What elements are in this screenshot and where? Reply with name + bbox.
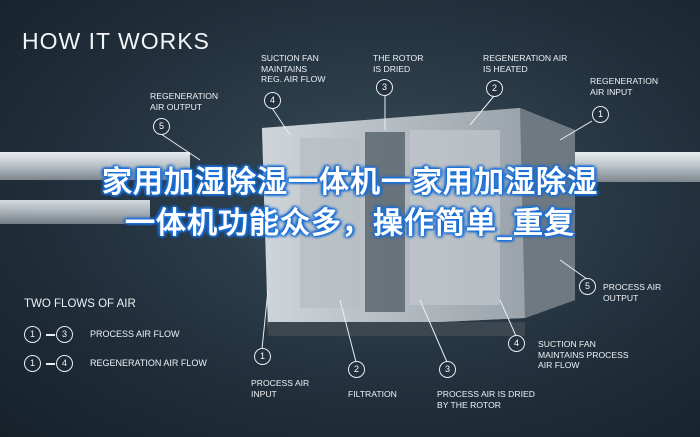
page-title: HOW IT WORKS: [22, 28, 210, 54]
callout-reg-air-output: REGENERATION AIR OUTPUT: [150, 91, 219, 112]
legend-from-number: 1: [24, 326, 41, 343]
callout-process-air-dried: PROCESS AIR IS DRIED BY THE ROTOR: [437, 389, 535, 410]
legend-title: TWO FLOWS OF AIR: [24, 298, 136, 310]
callout-number-proc-5: 5: [579, 278, 596, 295]
callout-number-proc-2: 2: [348, 361, 365, 378]
legend-row-regeneration: 1 4 REGENERATION AIR FLOW: [24, 355, 224, 373]
legend-dash: [46, 334, 55, 336]
callout-number-reg-1: 1: [592, 106, 609, 123]
legend-from-number: 1: [24, 355, 41, 372]
legend-row-process: 1 3 PROCESS AIR FLOW: [24, 326, 224, 344]
legend-to-number: 4: [56, 355, 73, 372]
legend-label: PROCESS AIR FLOW: [90, 329, 180, 339]
overlay-caption: 家用加湿除湿一体机一家用加湿除湿一体机功能众多，操作简单_重复: [102, 165, 598, 241]
legend-to-number: 3: [56, 326, 73, 343]
callout-number-proc-3: 3: [439, 361, 456, 378]
callout-process-air-output: PROCESS AIR OUTPUT: [603, 282, 662, 303]
callout-reg-air-input: REGENERATION AIR INPUT: [590, 76, 659, 97]
legend-label: REGENERATION AIR FLOW: [90, 358, 207, 368]
left-duct: [0, 152, 190, 224]
callout-reg-heated: REGENERATION AIR IS HEATED: [483, 53, 568, 74]
callout-suction-fan-process: SUCTION FAN MAINTAINS PROCESS AIR FLOW: [538, 339, 629, 370]
callout-number-reg-5: 5: [153, 118, 170, 135]
leader-lines: [160, 95, 593, 363]
callout-suction-fan-reg: SUCTION FAN MAINTAINS REG. AIR FLOW: [261, 53, 326, 84]
callout-rotor-dried: THE ROTOR IS DRIED: [373, 53, 424, 74]
callout-filtration: FILTRATION: [348, 389, 397, 399]
callout-process-air-input: PROCESS AIR INPUT: [251, 378, 310, 399]
callout-number-reg-4: 4: [264, 92, 281, 109]
callout-number-reg-3: 3: [376, 79, 393, 96]
callout-number-proc-4: 4: [508, 335, 525, 352]
callout-number-proc-1: 1: [254, 348, 271, 365]
legend-dash: [46, 363, 55, 365]
callout-number-reg-2: 2: [486, 80, 503, 97]
right-duct: [560, 152, 700, 182]
unit-body: [262, 108, 575, 336]
